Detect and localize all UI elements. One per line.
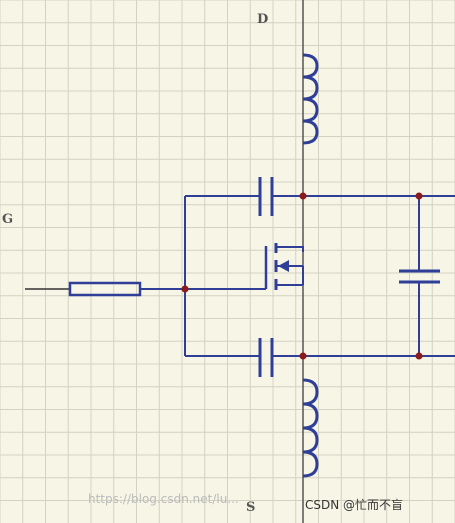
gate-resistor — [68, 281, 142, 297]
drain-label: D — [257, 12, 269, 27]
drain-connection — [276, 246, 304, 252]
gate-label: G — [2, 212, 14, 227]
source-inductor — [302, 378, 319, 478]
junction-drain-node — [299, 192, 307, 200]
watermark-url: https://blog.csdn.net/lu... — [88, 492, 239, 506]
junction-cds-top — [415, 192, 423, 200]
body-arrow — [278, 260, 289, 272]
junction-gate-node — [181, 285, 189, 293]
mosfet-symbol — [185, 243, 304, 290]
watermark-badge: CSDN @忙而不盲 — [305, 498, 404, 512]
junction-cds-bottom — [415, 352, 423, 360]
source-label: S — [246, 500, 256, 515]
drain-inductor — [302, 53, 319, 145]
junction-source-node — [299, 352, 307, 360]
